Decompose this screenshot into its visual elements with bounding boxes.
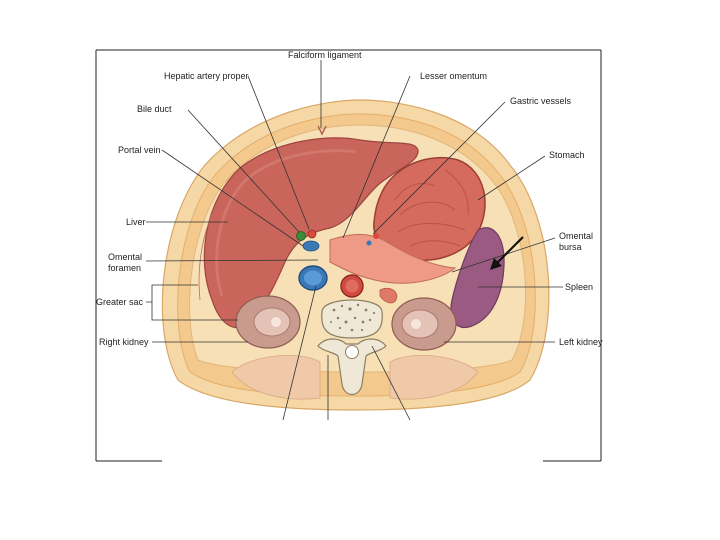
- vertebral-arch: [317, 338, 387, 396]
- label-stomach: Stomach: [549, 150, 585, 160]
- label-omental-foramen-2: foramen: [108, 263, 141, 273]
- label-falciform-ligament: Falciform ligament: [288, 50, 362, 60]
- left-kidney-pelvis: [411, 319, 421, 329]
- label-spleen: Spleen: [565, 282, 593, 292]
- arrow-indicator: [490, 236, 524, 270]
- aorta-lumen: [345, 279, 359, 293]
- bile-duct-vessel: [296, 231, 306, 241]
- label-bile-duct: Bile duct: [137, 104, 172, 114]
- label-left-kidney: Left kidney: [559, 337, 603, 347]
- spinal-canal: [345, 345, 359, 359]
- figure-frame: [95, 49, 602, 462]
- back-muscles: [231, 355, 479, 400]
- vertebral-trabecular-texture: [330, 303, 376, 332]
- label-omental-bursa-1: Omental: [559, 231, 593, 241]
- label-hepatic-artery-proper: Hepatic artery proper: [164, 71, 249, 81]
- ivc-lumen: [304, 270, 322, 286]
- hepatic-artery-vessel: [307, 229, 317, 239]
- crus-left: [379, 287, 398, 304]
- label-lesser-omentum: Lesser omentum: [420, 71, 487, 81]
- vertebral-body: [321, 299, 383, 339]
- label-omental-bursa-2: bursa: [559, 242, 582, 252]
- label-right-kidney: Right kidney: [99, 337, 149, 347]
- label-liver: Liver: [126, 217, 146, 227]
- gastric-vessel-red: [373, 233, 379, 239]
- label-portal-vein: Portal vein: [118, 145, 161, 155]
- greater-sac-space: [198, 187, 229, 301]
- portal-vein-vessel: [302, 240, 320, 252]
- right-kidney-pelvis: [271, 317, 281, 327]
- falciform-ligament-shape: [317, 125, 327, 136]
- leader-lines: [145, 60, 563, 421]
- spleen: [450, 227, 505, 328]
- stomach: [373, 156, 486, 262]
- label-greater-sac: Greater sac: [96, 297, 144, 307]
- label-gastric-vessels: Gastric vessels: [510, 96, 572, 106]
- stomach-rugae: [394, 169, 469, 247]
- label-omental-foramen-1: Omental: [108, 252, 142, 262]
- gastric-vessel-blue: [366, 240, 372, 246]
